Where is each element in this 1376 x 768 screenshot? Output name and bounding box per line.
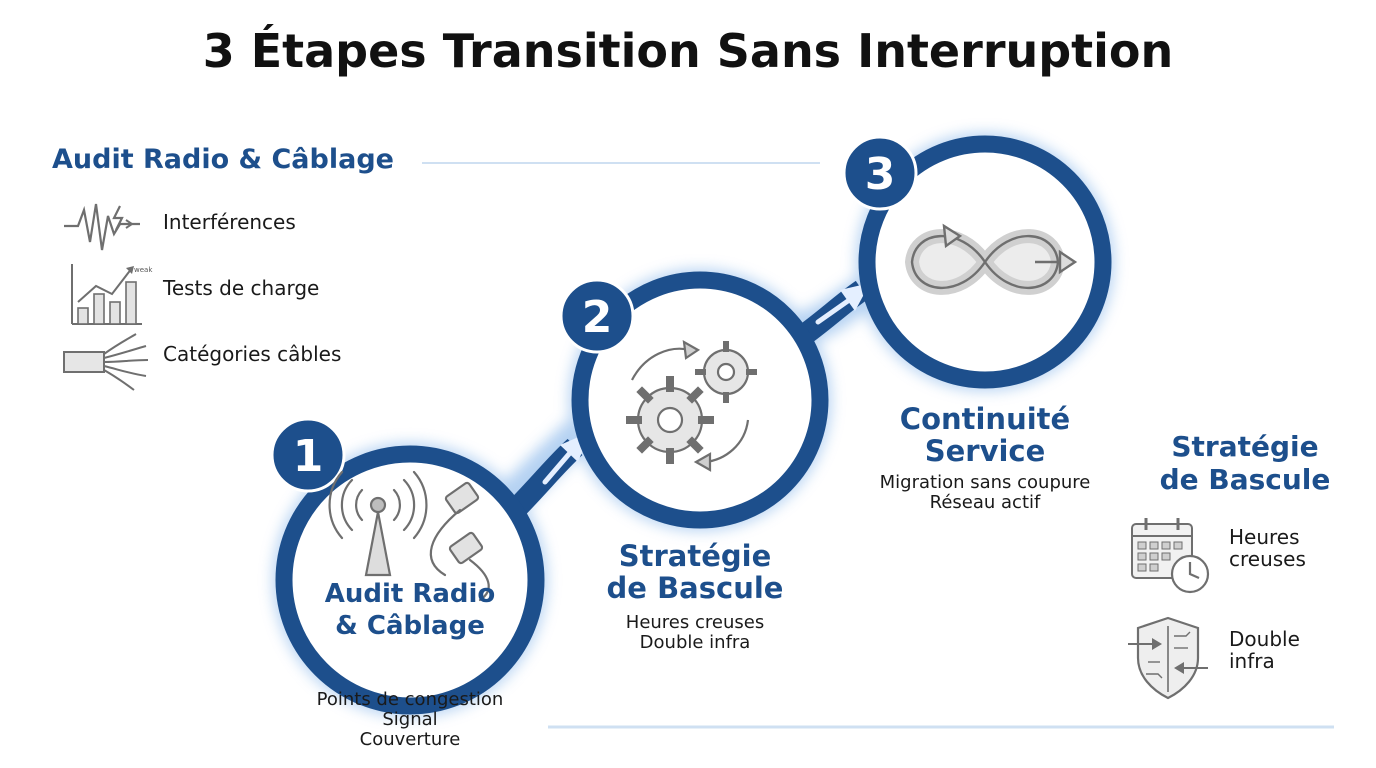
right-item-double-infra: Double infra [1128,614,1368,704]
step-1-title: Audit Radio & Câblage [324,579,496,641]
shield-circuit-icon [1128,616,1208,700]
waveform-lightning-icon [64,203,140,251]
gears-icon [626,339,757,472]
bar-chart-icon-text: weak [134,266,153,274]
right-panel-heading: Stratégie de Bascule [1159,430,1331,496]
step-1-ring [275,445,545,715]
left-item-load-tests: weak Tests de charge [60,262,380,326]
left-item-label: Interférences [163,210,296,234]
right-item-label: Heures creuses [1229,525,1306,571]
infinity-arrows-icon [904,223,1078,295]
step-2-description: Heures creuses Double infra [625,612,765,653]
bar-chart-icon: weak [71,264,153,325]
left-panel-heading: Audit Radio & Câblage [52,144,394,175]
right-item-label: Double infra [1229,627,1300,673]
step-1-number: 1 [293,431,324,482]
calendar-clock-icon [1131,518,1210,594]
step-3-description: Migration sans coupure Réseau actif [879,472,1091,513]
left-item-interferences: Interférences [60,196,380,260]
step-3-number: 3 [865,149,896,200]
left-item-label: Catégories câbles [163,342,342,366]
step-3-badge [842,135,918,211]
step-2-number: 2 [582,292,613,343]
step-2-badge [559,278,635,354]
right-item-off-peak: Heures creuses [1128,512,1368,602]
step-1-badge [270,417,346,493]
antenna-ethernet-icon [328,470,490,602]
left-item-cable-categories: Catégories câbles [60,328,380,392]
step-3-title: Continuité Service [899,402,1071,468]
page-title: 3 Étapes Transition Sans Interruption [202,24,1174,78]
left-item-label: Tests de charge [163,276,320,300]
cable-wires-icon [63,333,149,391]
step-2-title: Stratégie de Bascule [606,539,784,605]
step-2-ring [571,271,829,529]
step-1-description: Points de congestion Signal Couverture [316,689,504,750]
